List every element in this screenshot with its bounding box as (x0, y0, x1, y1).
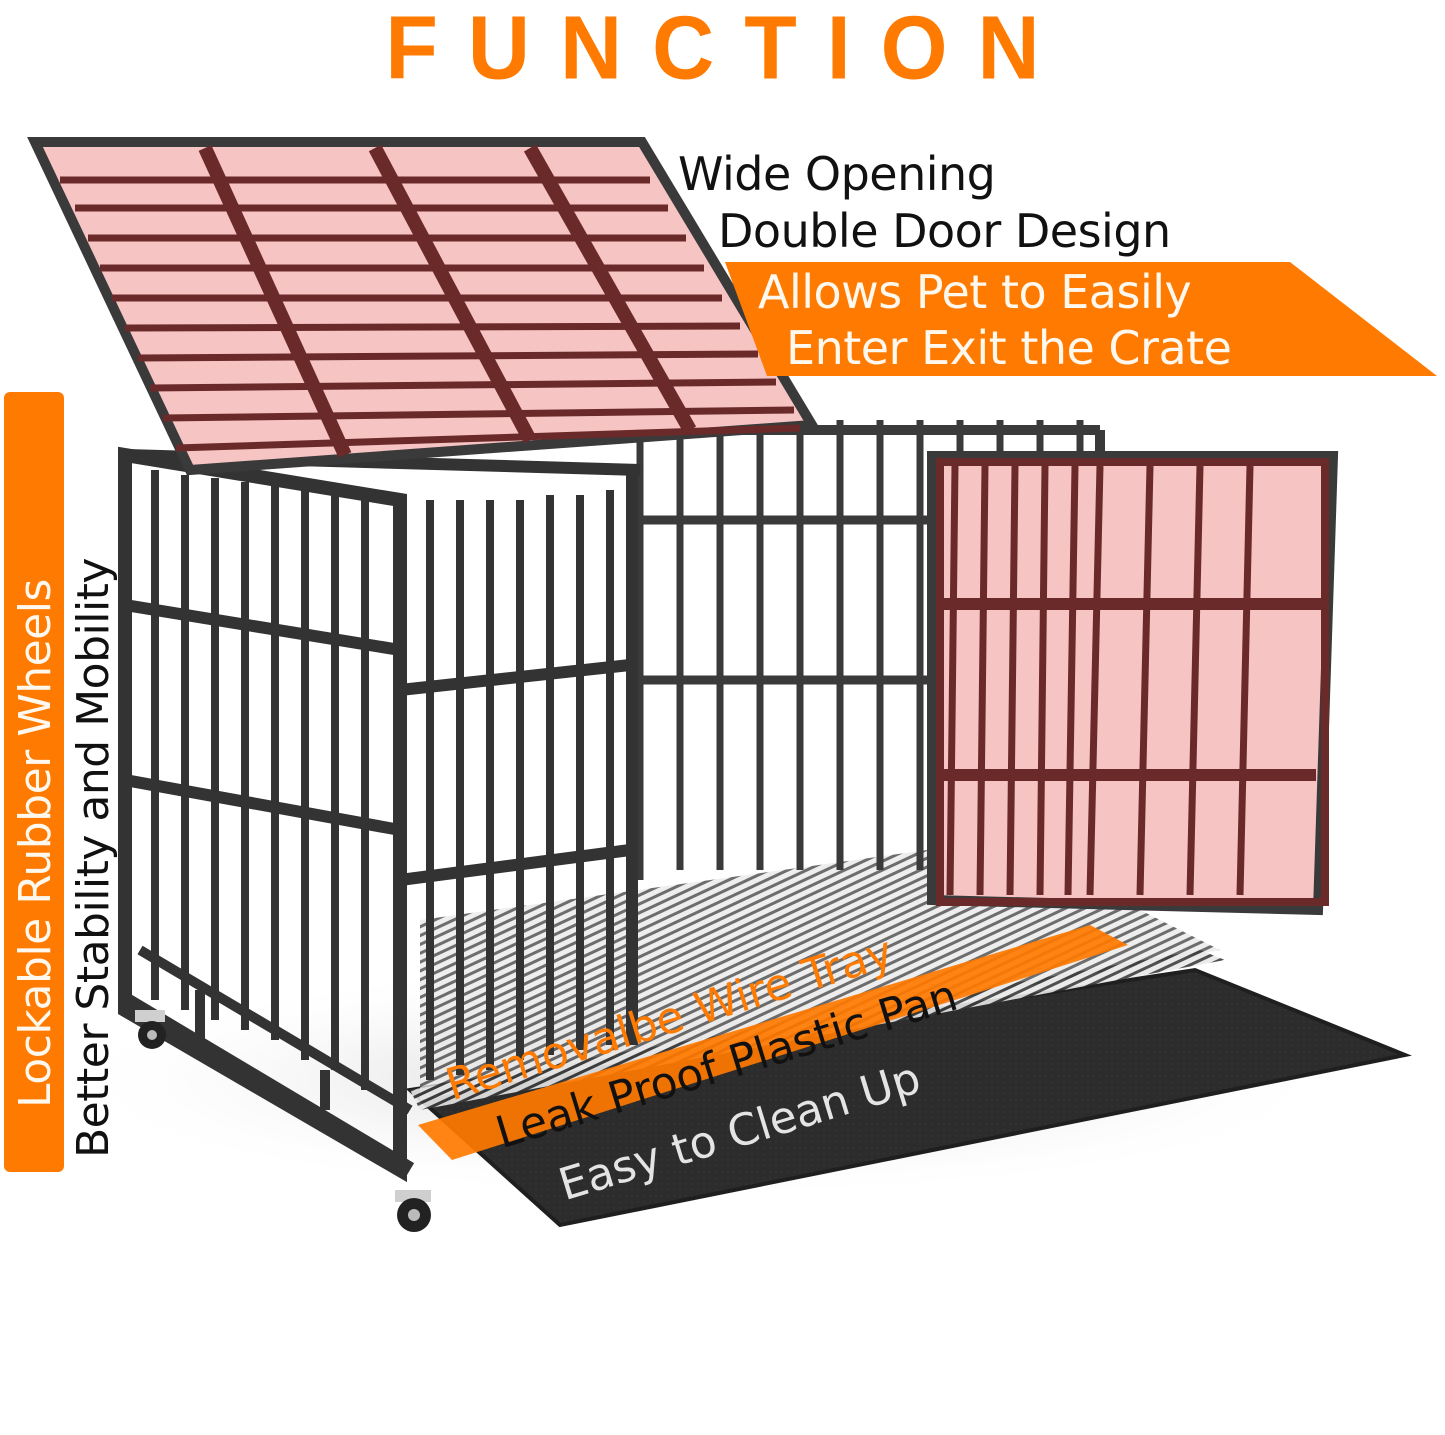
top-lid (27, 137, 821, 476)
wheels-banner-text: Lockable Rubber Wheels (10, 579, 61, 1108)
door-benefit-banner (725, 258, 1445, 382)
side-door (927, 451, 1339, 916)
door-benefit-line1: Allows Pet to Easily (758, 265, 1192, 319)
wheels-banner (4, 392, 64, 1172)
tray-banner (418, 925, 1128, 1160)
caster-wheel-front (395, 1190, 431, 1232)
door-caption-line1: Wide Opening (678, 147, 996, 201)
banner-shape (725, 262, 1437, 376)
page-title: FUNCTION (385, 0, 1070, 99)
wheels-subtitle: Better Stability and Mobility (68, 558, 119, 1158)
caster-wheel-left (135, 1010, 166, 1049)
door-caption-line2: Double Door Design (718, 204, 1171, 258)
door-benefit-line2: Enter Exit the Crate (786, 321, 1232, 375)
caster-wheels (135, 1010, 431, 1232)
